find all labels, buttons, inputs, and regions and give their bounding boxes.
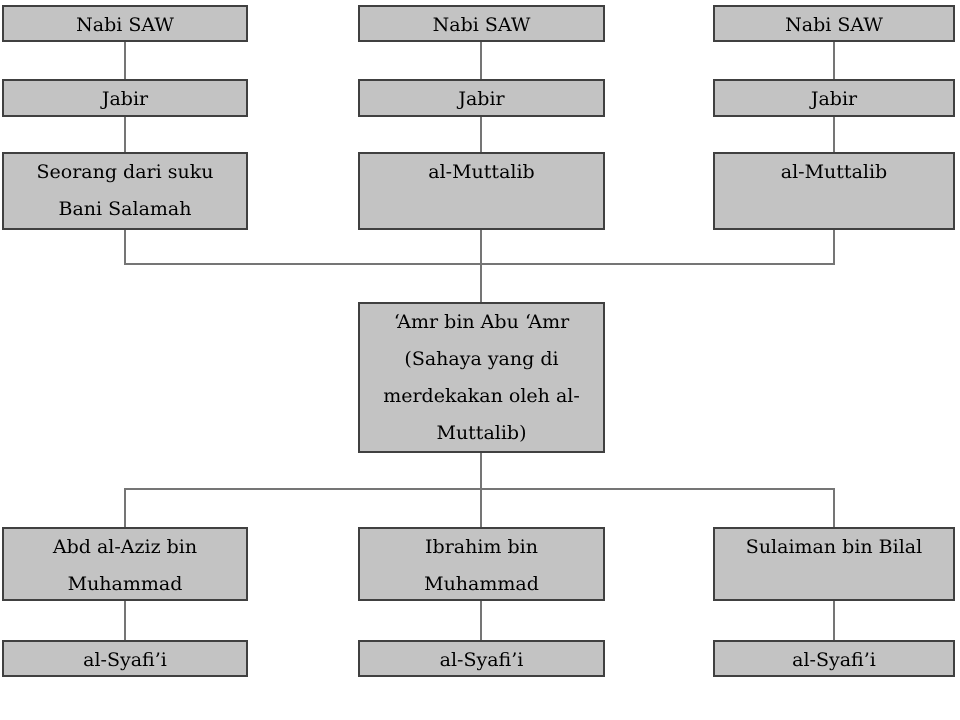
node-nabi-left: Nabi SAW (2, 5, 248, 42)
connector-nabi-jabir-right (833, 42, 835, 79)
node-nabi-right: Nabi SAW (713, 5, 955, 42)
node-student-right: Sulaiman bin Bilal (713, 527, 955, 601)
connector-student-syafii-right (833, 601, 835, 640)
connector-bus-student-center (480, 488, 482, 527)
connector-amr-bus (480, 453, 482, 490)
node-nabi-center: Nabi SAW (358, 5, 605, 42)
connector-bus-student-left (124, 488, 126, 527)
node-source-left: Seorang dari suku Bani Salamah (2, 152, 248, 230)
connector-merge-bus (124, 263, 835, 265)
node-jabir-center: Jabir (358, 79, 605, 117)
node-student-center: Ibrahim bin Muhammad (358, 527, 605, 601)
node-syafii-left: al-Syafi’i (2, 640, 248, 677)
node-jabir-right: Jabir (713, 79, 955, 117)
connector-student-syafii-left (124, 601, 126, 640)
connector-jabir-source-center (480, 117, 482, 152)
node-source-center: al-Muttalib (358, 152, 605, 230)
connector-branch-bus (124, 488, 835, 490)
connector-source-bus-left (124, 230, 126, 265)
node-amr: ‘Amr bin Abu ‘Amr (Sahaya yang di merdek… (358, 302, 605, 453)
connector-student-syafii-center (480, 601, 482, 640)
node-source-right: al-Muttalib (713, 152, 955, 230)
node-syafii-center: al-Syafi’i (358, 640, 605, 677)
connector-nabi-jabir-center (480, 42, 482, 79)
connector-jabir-source-left (124, 117, 126, 152)
connector-source-amr-center (480, 230, 482, 302)
node-jabir-left: Jabir (2, 79, 248, 117)
node-student-left: Abd al-Aziz bin Muhammad (2, 527, 248, 601)
connector-bus-student-right (833, 488, 835, 527)
connector-nabi-jabir-left (124, 42, 126, 79)
connector-jabir-source-right (833, 117, 835, 152)
node-syafii-right: al-Syafi’i (713, 640, 955, 677)
connector-source-bus-right (833, 230, 835, 265)
